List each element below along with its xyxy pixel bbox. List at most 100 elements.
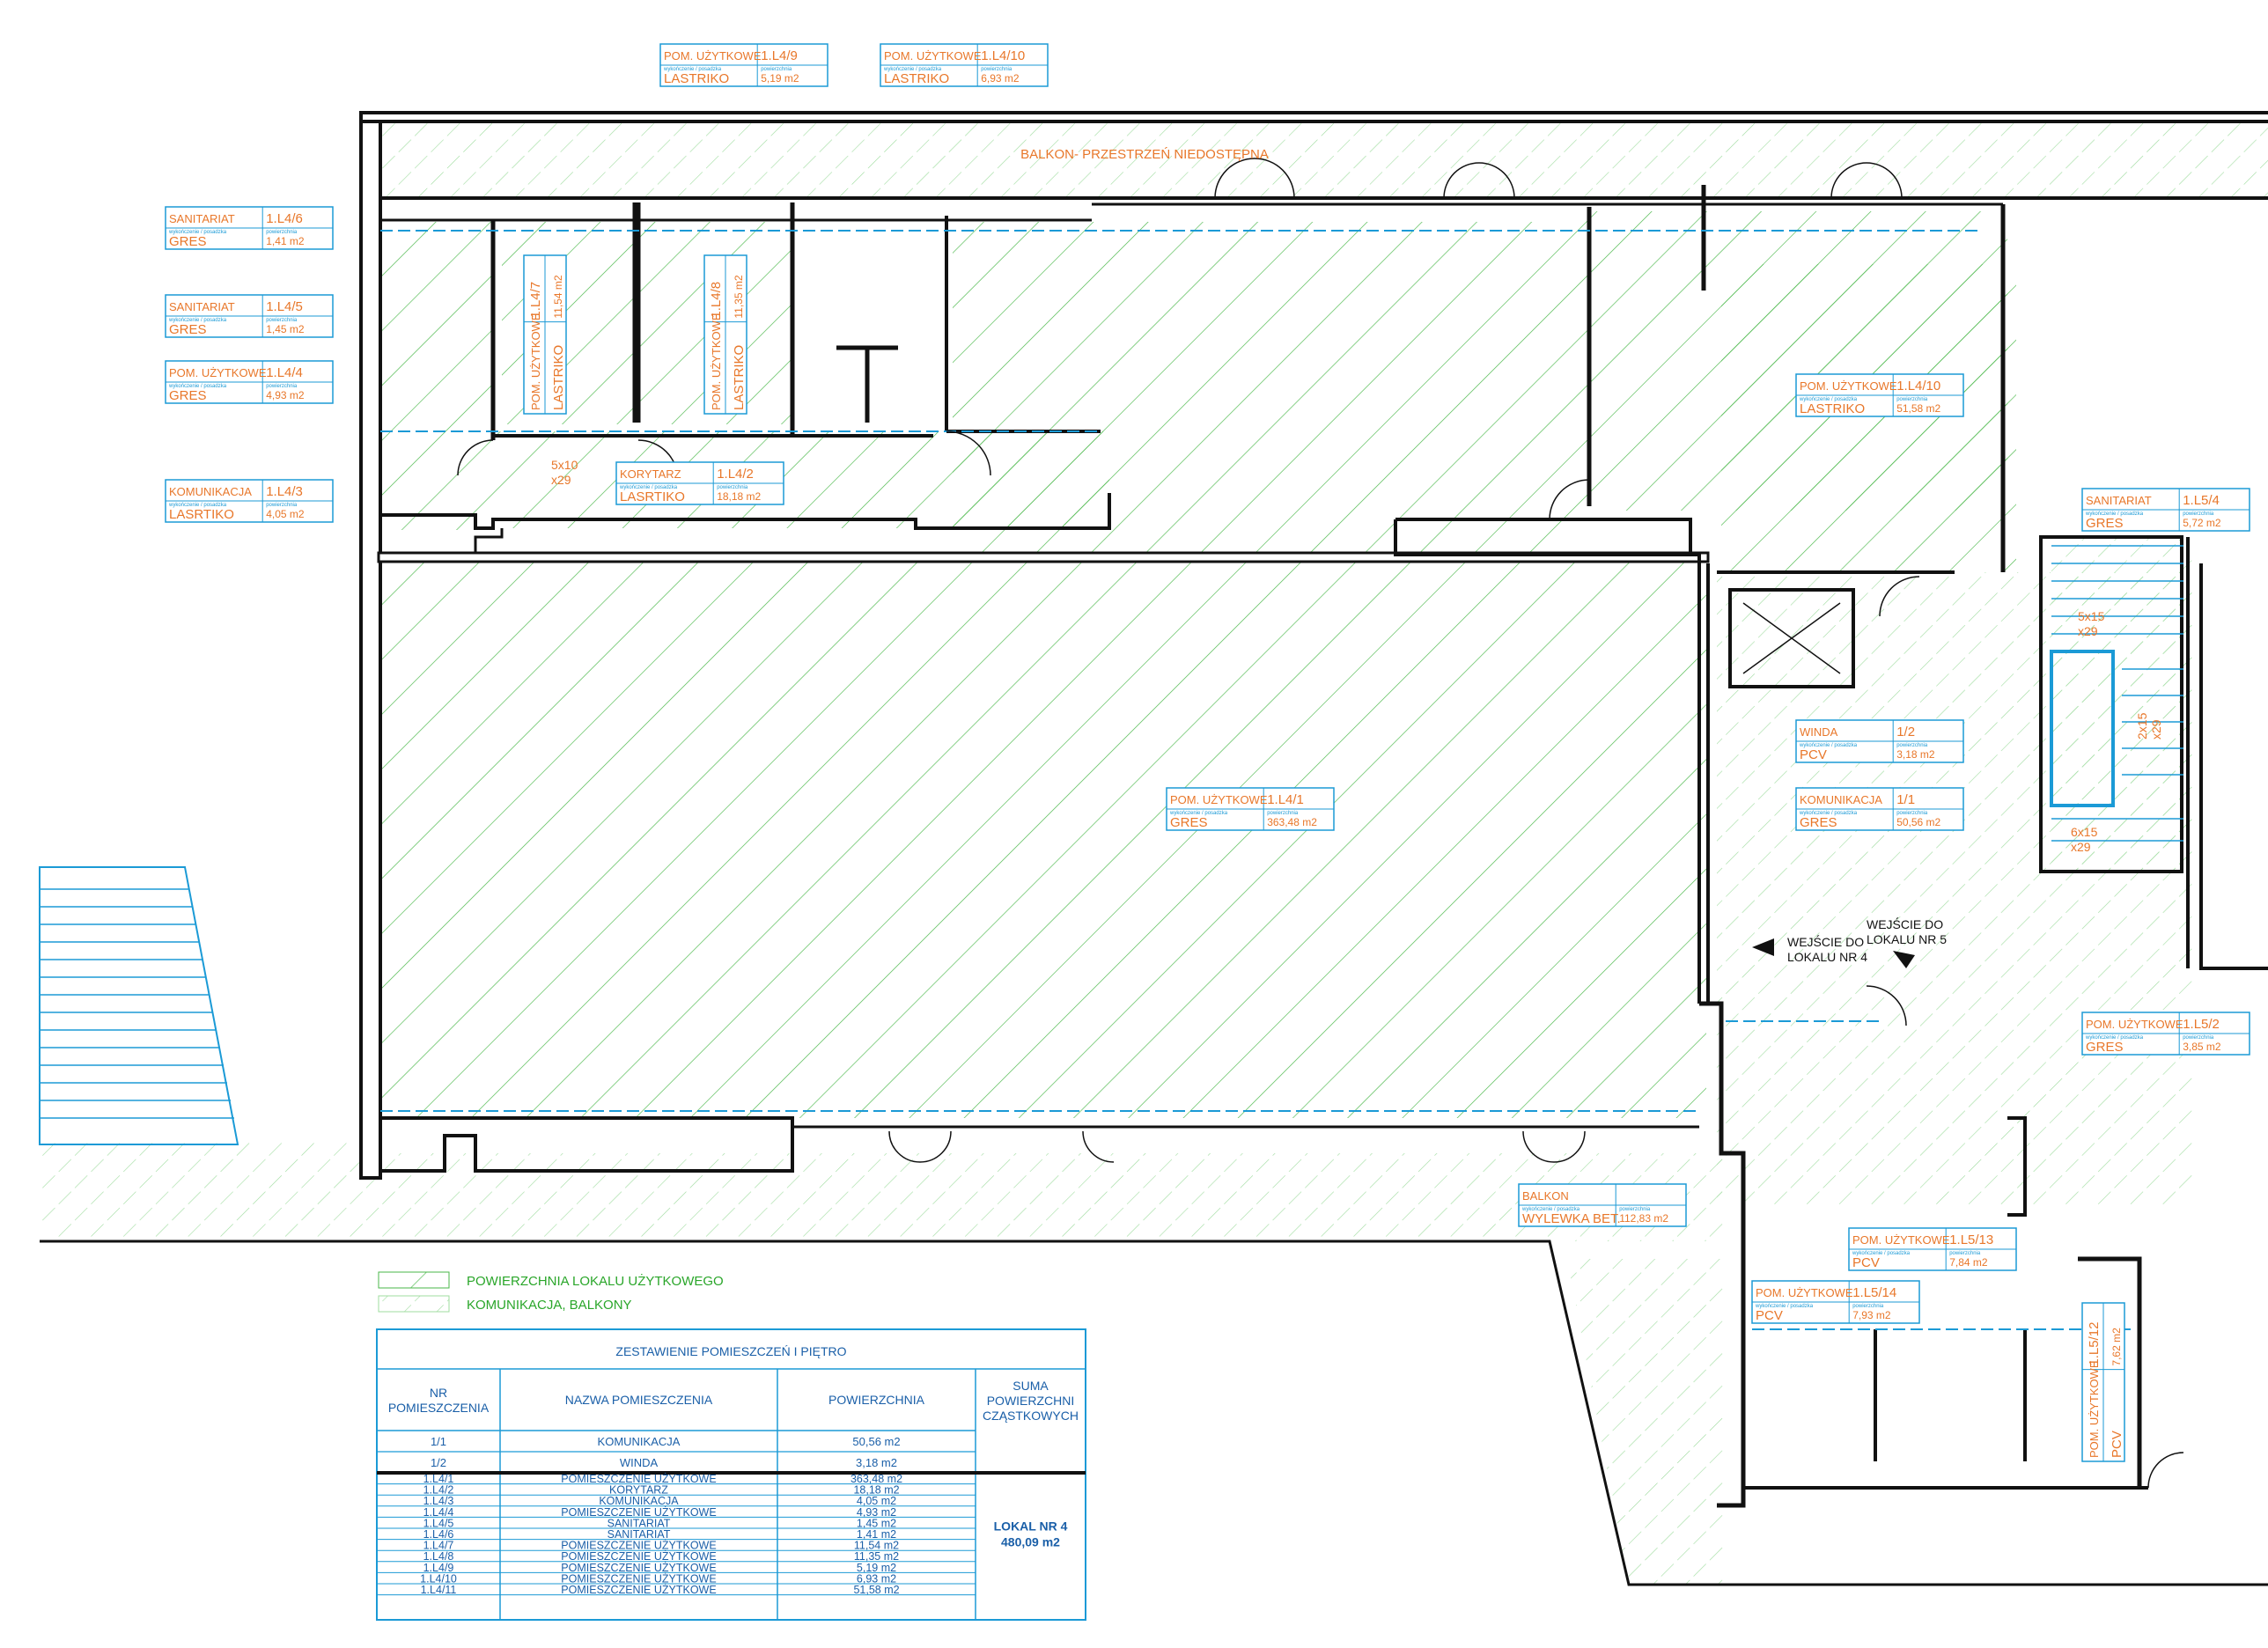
room-number: 1.L4/1: [1267, 792, 1304, 807]
annotations: BALKON- PRZESTRZEŃ NIEDOSTĘPNA WEJŚCIE D…: [551, 147, 2163, 968]
room-type: SANITARIAT: [2086, 494, 2152, 507]
table-cell: 1.L4/6: [423, 1528, 454, 1541]
table-cell: 1.L4/3: [423, 1495, 454, 1507]
installation-lines: [380, 230, 2131, 1330]
area-caption: powierzchnia: [1852, 1304, 1884, 1309]
room-type: POM. UŻYTKOWE: [1170, 793, 1268, 806]
table-cell: 1/2: [431, 1456, 446, 1469]
room-finish: GRES: [1170, 815, 1208, 830]
area-caption: powierzchnia: [1896, 811, 1928, 816]
table-cell: 51,58 m2: [853, 1584, 899, 1596]
room-type: POM. UŻYTKOWE: [2088, 1360, 2101, 1458]
finish-caption: wykończenie / posadzka: [168, 318, 227, 323]
entrance-4-arrow: [1752, 938, 1774, 956]
room-number: 1.L5/14: [1852, 1285, 1896, 1300]
table-cell: 50,56 m2: [852, 1435, 900, 1448]
table-cell: 6,93 m2: [857, 1572, 896, 1585]
table-cell: SANITARIAT: [608, 1517, 671, 1529]
room-finish: GRES: [1800, 815, 1837, 830]
entrance-5-line1: WEJŚCIE DO: [1867, 916, 1943, 931]
area-caption: powierzchnia: [2183, 1035, 2214, 1041]
room-area: 4,93 m2: [266, 389, 305, 401]
sum-value: 480,09 m2: [1001, 1534, 1060, 1549]
room-number: 1.L4/7: [528, 282, 543, 319]
table-cell: 1/1: [431, 1435, 446, 1448]
finish-caption: wykończenie / posadzka: [1521, 1207, 1580, 1212]
table-cell: 1.L4/9: [423, 1562, 454, 1574]
table-cell: SANITARIAT: [608, 1528, 671, 1541]
legend-communication-text: KOMUNIKACJA, BALKONY: [467, 1298, 632, 1313]
area-caption: powierzchnia: [266, 384, 298, 389]
table-cell: POMIESZCZENIE UŻYTKOWE: [561, 1473, 716, 1485]
table-cell: POMIESZCZENIE UŻYTKOWE: [561, 1506, 716, 1519]
table-cell: 4,93 m2: [857, 1506, 896, 1519]
room-area: 18,18 m2: [717, 490, 761, 503]
area-caption: powierzchnia: [981, 67, 1012, 72]
room-area: 7,93 m2: [1852, 1309, 1891, 1321]
area-caption: powierzchnia: [266, 503, 298, 508]
finish-caption: wykończenie / posadzka: [1799, 397, 1858, 402]
table-cell: 1.L4/4: [423, 1506, 454, 1519]
table-cell: KOMUNIKACJA: [599, 1495, 679, 1507]
table-cell: POMIESZCZENIE UŻYTKOWE: [561, 1562, 716, 1574]
room-type: POM. UŻYTKOWE: [884, 49, 982, 63]
entrance-5-line2: LOKALU NR 5: [1867, 932, 1947, 946]
room-area: 5,19 m2: [761, 72, 799, 85]
table-cell: POMIESZCZENIE UŻYTKOWE: [561, 1584, 716, 1596]
room-area: 50,56 m2: [1896, 816, 1940, 828]
room-finish: PCV: [1852, 1255, 1880, 1270]
room-type: KOMUNIKACJA: [169, 485, 252, 498]
walls: [39, 111, 2268, 1508]
table-cell: 11,54 m2: [854, 1540, 899, 1552]
lower-balcony-outline: [40, 1240, 2268, 1586]
room-number: 1/2: [1896, 725, 1915, 739]
room-area: 6,93 m2: [981, 72, 1020, 85]
room-area: 51,58 m2: [1896, 402, 1940, 415]
area-caption: powierzchnia: [1267, 811, 1299, 816]
room-finish: GRES: [2086, 1040, 2124, 1055]
legend: POWIERZCHNIA LOKALU UŻYTKOWEGO KOMUNIKAC…: [378, 1271, 724, 1313]
finish-caption: wykończenie / posadzka: [2085, 511, 2144, 517]
area-caption: powierzchnia: [1619, 1207, 1651, 1212]
room-type: SANITARIAT: [169, 300, 235, 313]
table-cell: KORYTARZ: [609, 1484, 668, 1497]
stair-annotation-1b: x29: [2078, 624, 2098, 638]
room-type: KORYTARZ: [620, 467, 681, 481]
room-finish: LASRTIKO: [620, 489, 685, 504]
room-area: 112,83 m2: [1619, 1212, 1668, 1225]
table-cell: POMIESZCZENIE UŻYTKOWE: [561, 1540, 716, 1552]
room-area: 11,54 m2: [552, 275, 564, 318]
interior-stairs: [2051, 545, 2183, 842]
room-type: WINDA: [1800, 725, 1838, 739]
room-finish: PCV: [1756, 1308, 1783, 1323]
finish-caption: wykończenie / posadzka: [1755, 1304, 1814, 1309]
room-area: 7,62 m2: [2110, 1328, 2123, 1366]
room-finish: PCV: [2110, 1431, 2124, 1458]
table-cell: 1.L4/1: [423, 1473, 454, 1485]
room-finish: LASTRIKO: [664, 71, 729, 86]
finish-caption: wykończenie / posadzka: [2085, 1035, 2144, 1041]
room-number: 1.L4/10: [1896, 379, 1940, 394]
room-type: POM. UŻYTKOWE: [529, 313, 542, 410]
finish-caption: wykończenie / posadzka: [168, 384, 227, 389]
finish-caption: wykończenie / posadzka: [1799, 811, 1858, 816]
room-finish: WYLEWKA BET.: [1522, 1211, 1621, 1226]
table-header: NAZWA POMIESZCZENIA: [565, 1393, 713, 1407]
legend-swatch-usable: [378, 1271, 450, 1289]
room-number: 1.L4/10: [981, 48, 1025, 63]
entrance-5-arrow: [1893, 951, 1915, 968]
room-area: 5,72 m2: [2183, 517, 2221, 529]
room-type: KOMUNIKACJA: [1800, 793, 1882, 806]
